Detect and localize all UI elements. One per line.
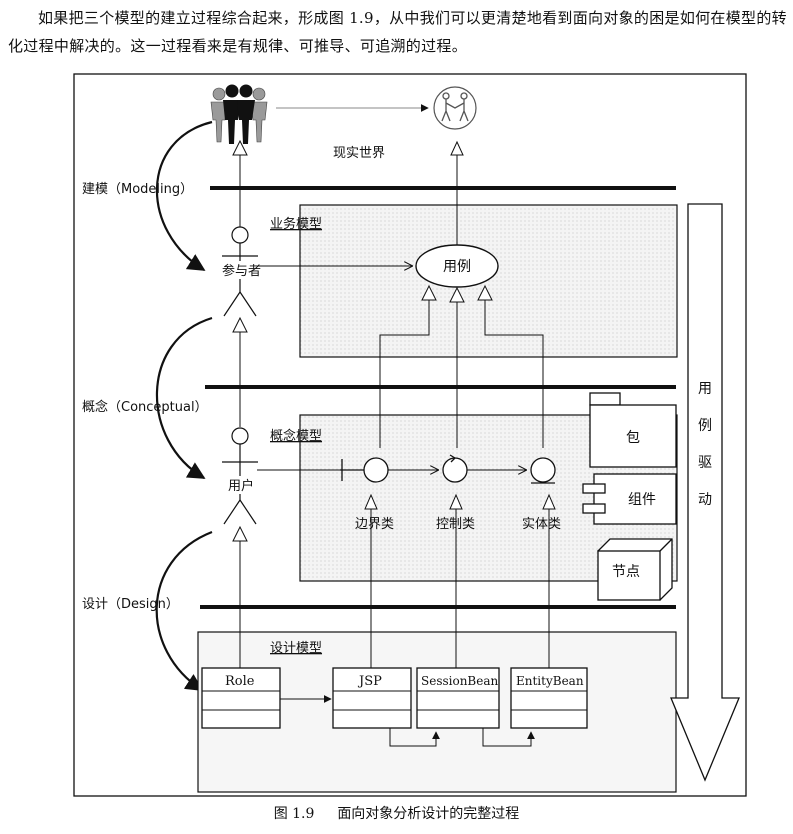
jsp-class-box bbox=[332, 667, 412, 729]
node-icon bbox=[597, 538, 673, 601]
concept-model-label: 概念模型 bbox=[270, 428, 322, 444]
design-model-label: 设计模型 bbox=[270, 641, 322, 656]
real-world-label: 现实世界 bbox=[333, 146, 385, 161]
diagram-frame bbox=[73, 73, 747, 797]
business-model-box bbox=[299, 204, 678, 358]
vertical-label-char-1: 用 bbox=[698, 381, 712, 397]
user-label: 用户 bbox=[228, 478, 254, 494]
role-class-box bbox=[201, 667, 281, 729]
use-case-label: 用例 bbox=[443, 259, 471, 275]
node-label: 节点 bbox=[612, 564, 640, 580]
sessionbean-class-box bbox=[416, 667, 500, 729]
use-case-driven-arrow bbox=[670, 203, 740, 782]
entity-class-icon bbox=[530, 457, 556, 484]
package-label: 包 bbox=[626, 430, 640, 446]
role-class-label: Role bbox=[225, 674, 255, 689]
entity-class-label: 实体类 bbox=[522, 517, 561, 532]
vertical-label-char-3: 驱 bbox=[698, 455, 712, 471]
phase-modeling-label: 建模（Modeling） bbox=[82, 182, 193, 197]
vertical-label-char-2: 例 bbox=[698, 418, 712, 434]
user-actor-icon bbox=[222, 427, 258, 525]
phase-design-label: 设计（Design） bbox=[82, 597, 179, 612]
participant-label: 参与者 bbox=[222, 263, 261, 279]
business-model-label: 业务模型 bbox=[270, 216, 322, 232]
jsp-class-label: JSP bbox=[357, 674, 382, 689]
phase-conceptual-label: 概念（Conceptual） bbox=[82, 399, 208, 415]
boundary-class-label: 边界类 bbox=[355, 517, 394, 532]
figure-caption: 图 1.9 面向对象分析设计的完整过程 bbox=[0, 803, 793, 823]
entitybean-class-label: EntityBean bbox=[516, 674, 584, 688]
figure-title: 面向对象分析设计的完整过程 bbox=[337, 806, 520, 822]
intro-paragraph: 如果把三个模型的建立过程综合起来，形成图 1.9，从中我们可以更清楚地看到面向对… bbox=[8, 4, 788, 60]
component-icon bbox=[582, 473, 677, 525]
vertical-label-char-4: 动 bbox=[698, 492, 712, 508]
component-label: 组件 bbox=[628, 492, 656, 508]
package-icon bbox=[589, 392, 677, 468]
people-icon bbox=[210, 84, 268, 144]
handshake-icon bbox=[433, 86, 477, 130]
entitybean-class-box bbox=[510, 667, 588, 729]
figure-number: 图 1.9 bbox=[273, 806, 315, 822]
sessionbean-class-label: SessionBean bbox=[421, 674, 499, 688]
intro-text: 如果把三个模型的建立过程综合起来，形成图 1.9，从中我们可以更清楚地看到面向对… bbox=[8, 9, 787, 55]
